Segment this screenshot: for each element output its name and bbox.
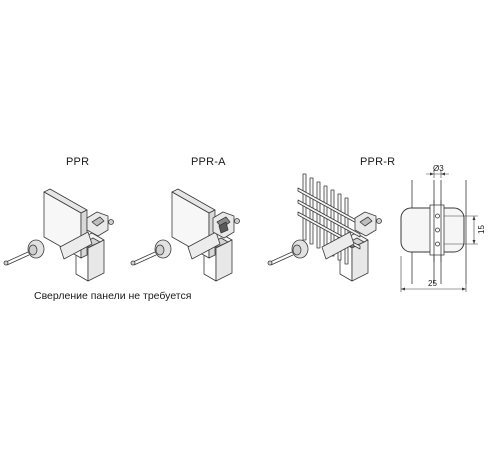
ppr-screw-cap [3, 239, 45, 266]
panel-drilling-note: Сверление панели не требуется [34, 290, 192, 302]
dimension-height: 15 [477, 225, 486, 234]
ppr-tube [75, 232, 105, 282]
ppr-a-clip [212, 211, 240, 239]
ppr-clip [86, 211, 114, 237]
ppr-r-screw-cap [267, 239, 309, 266]
label-ppr-r: PPR-R [360, 156, 396, 168]
dimension-width: 25 [428, 279, 437, 288]
ppr-assembly [3, 188, 114, 282]
ppr-r-dimension-drawing [400, 170, 478, 292]
ppr-r-connector-block [321, 231, 355, 260]
ppr-connector-block [59, 231, 93, 260]
ppr-a-connector-block [187, 231, 221, 260]
ppr-r-clip [354, 211, 382, 237]
label-ppr-a: PPR-A [191, 156, 226, 168]
ppr-a-screw-cap [130, 239, 172, 266]
ppr-r-assembly [267, 173, 382, 282]
label-ppr: PPR [66, 156, 90, 168]
ppr-a-assembly [130, 188, 240, 282]
dimension-diameter: Ø3 [433, 164, 444, 173]
